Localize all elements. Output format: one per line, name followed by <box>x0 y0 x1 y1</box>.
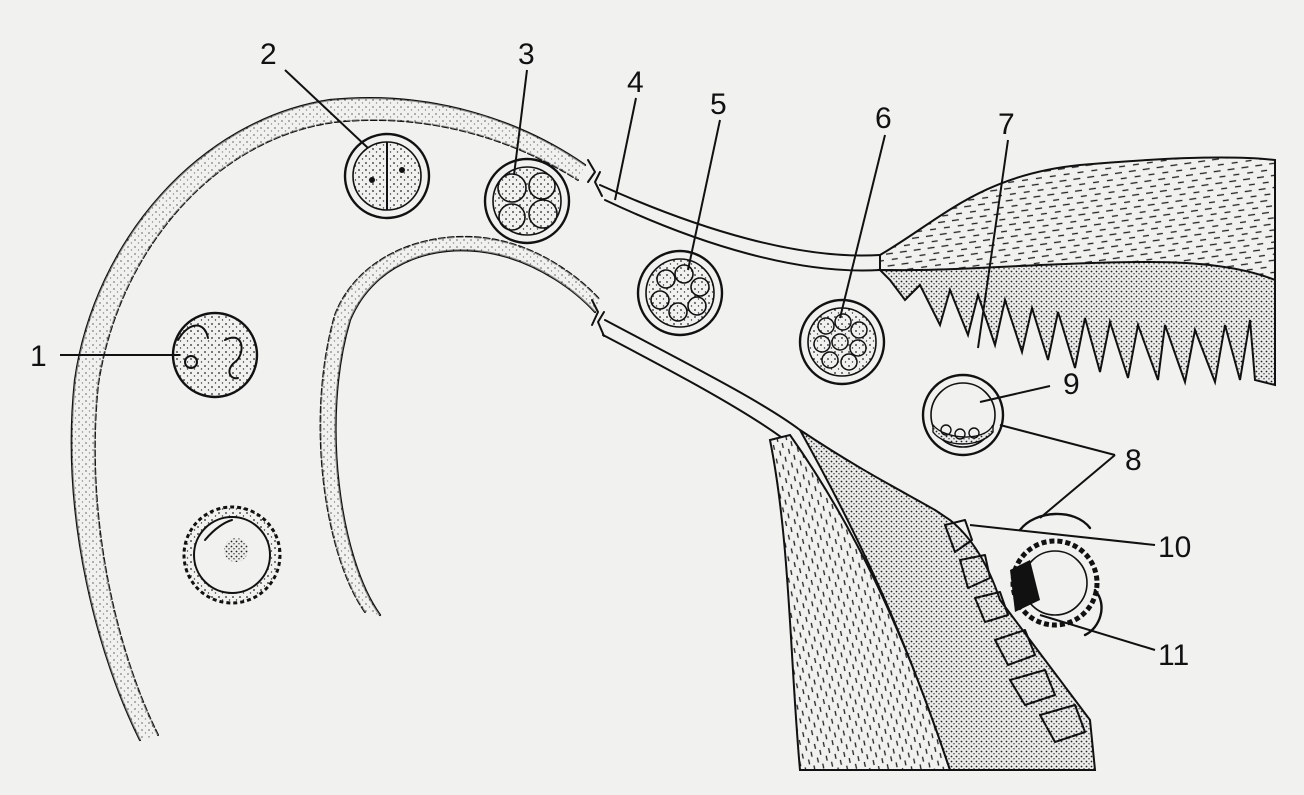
uterus-lower-wall <box>768 429 1097 771</box>
label-9: 9 <box>1063 368 1080 401</box>
label-2: 2 <box>260 38 277 71</box>
implanting-blastocyst <box>1010 512 1103 637</box>
label-1: 1 <box>30 340 47 373</box>
label-4: 4 <box>627 66 644 99</box>
four-cell-stage <box>483 157 571 245</box>
tube-upper-wall <box>70 96 587 742</box>
tube-inner-wall <box>319 235 601 617</box>
morula-stage <box>636 249 724 337</box>
follicle-with-corona <box>182 505 282 605</box>
tube-isthmus-lower <box>591 299 801 441</box>
label-6: 6 <box>875 102 892 135</box>
label-8: 8 <box>1125 444 1142 477</box>
oocyte-cell <box>171 311 259 399</box>
blastocyst-stage <box>921 373 1005 457</box>
leader-lines <box>60 69 1156 651</box>
label-3: 3 <box>518 38 535 71</box>
uterus-upper-wall <box>877 156 1276 387</box>
label-10: 10 <box>1158 531 1191 564</box>
two-cell-stage <box>343 132 431 220</box>
late-morula-stage <box>798 298 886 386</box>
tube-isthmus-upper <box>587 159 881 272</box>
label-5: 5 <box>710 88 727 121</box>
label-11: 11 <box>1158 639 1189 672</box>
label-7: 7 <box>998 108 1015 141</box>
